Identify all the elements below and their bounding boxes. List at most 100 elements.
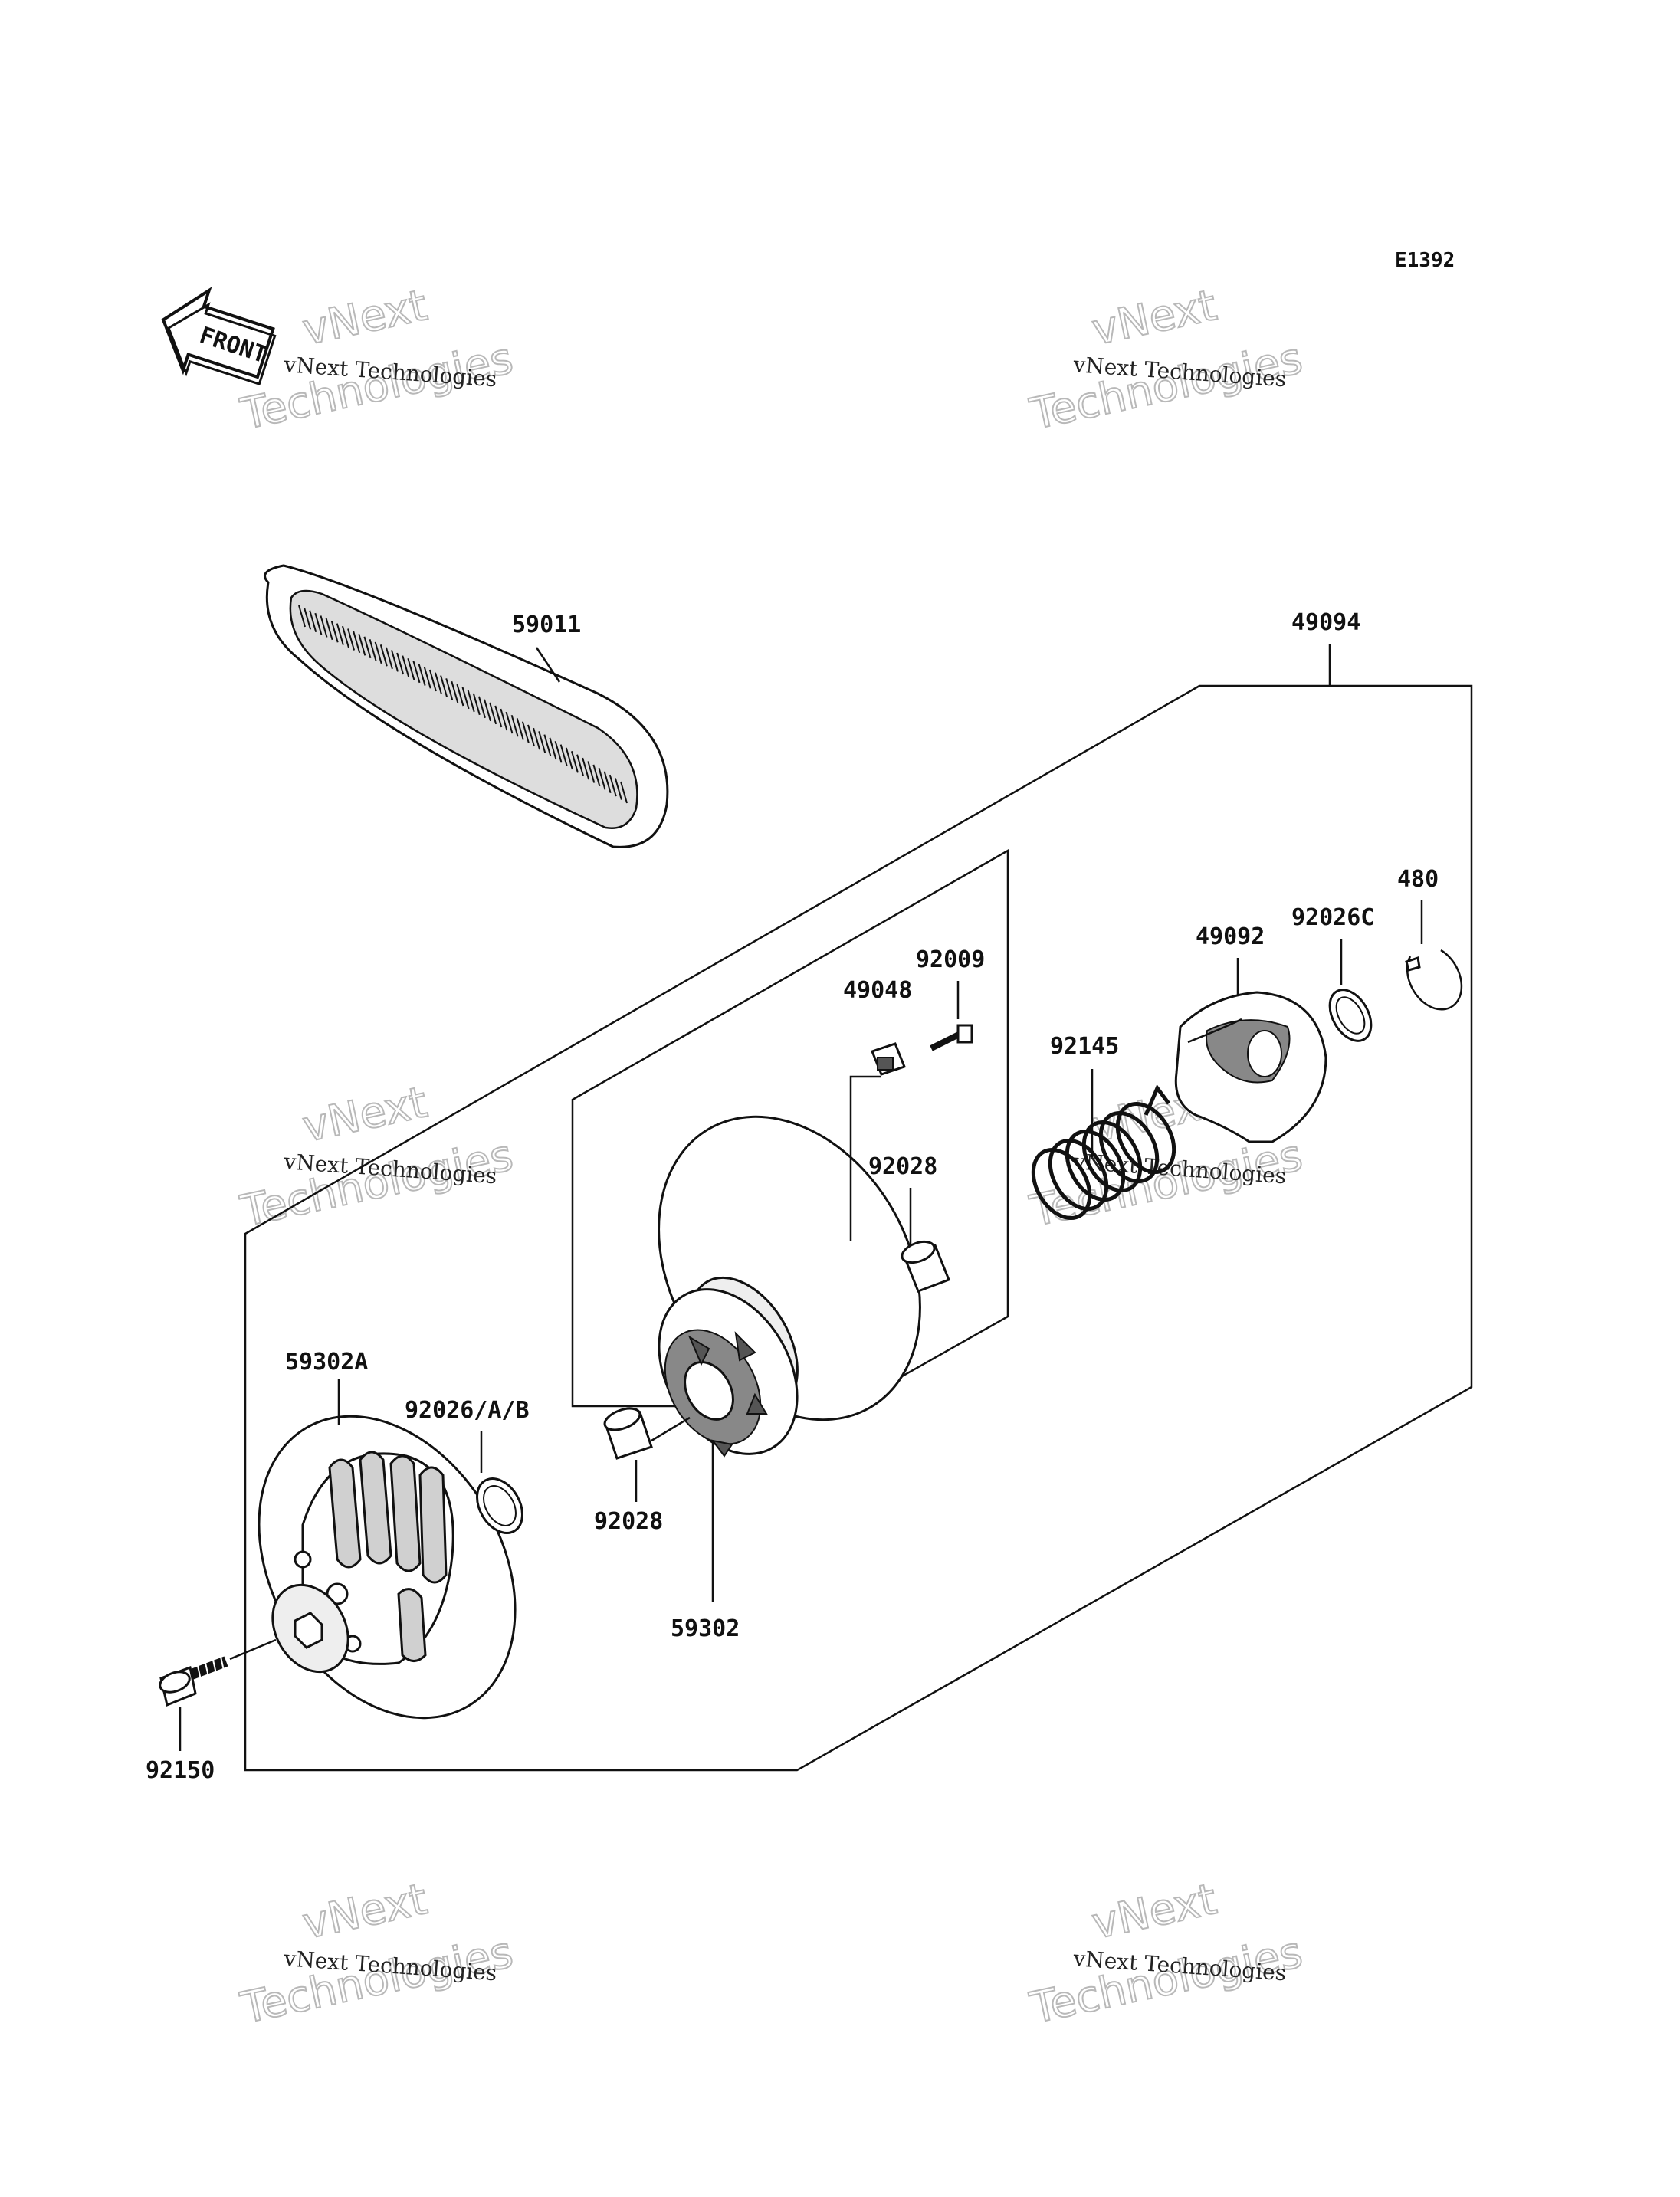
belt-tooth	[467, 690, 475, 713]
belt-tooth	[358, 634, 366, 656]
belt-tooth	[320, 615, 328, 638]
belt-tooth	[538, 731, 546, 753]
leader-bolt-axis	[229, 1638, 277, 1661]
leader-shaft-lower	[651, 1416, 691, 1442]
watermark-top-right: vNext Technologies vNext Technologies	[1025, 280, 1307, 441]
belt-tooth	[353, 631, 361, 654]
belt-tooth	[549, 737, 557, 760]
belt-tooth	[374, 641, 382, 664]
screw-92009	[930, 1024, 973, 1051]
fixed-sheave-59302a	[258, 1415, 517, 1720]
label-92145: 92145	[1050, 1033, 1119, 1060]
spring-coil	[1065, 1129, 1126, 1202]
label-92009: 92009	[916, 946, 985, 973]
belt-tooth	[516, 718, 524, 740]
belt-tooth	[363, 636, 372, 659]
leader-49048	[849, 1075, 881, 1241]
belt-tooth	[341, 625, 349, 648]
belt-tooth	[484, 699, 491, 722]
label-59011: 59011	[512, 612, 581, 638]
belt-tooth	[477, 696, 486, 719]
belt-tooth	[543, 734, 552, 756]
belt-tooth	[554, 740, 563, 763]
leader-belt	[535, 647, 561, 683]
belt-tooth	[304, 608, 312, 630]
watermark-bottom-left: vNext Technologies vNext Technologies	[235, 1874, 517, 2035]
belt-tooth	[325, 618, 333, 641]
washer-92026ab	[476, 1477, 523, 1534]
front-arrow-icon: FRONT	[161, 287, 277, 385]
label-59302a: 59302A	[285, 1349, 368, 1376]
belt-tooth	[396, 652, 405, 675]
watermark-top-left: vNext Technologies vNext Technologies	[235, 280, 517, 441]
belt-tooth	[456, 684, 464, 707]
belt-tooth	[330, 620, 339, 643]
svg-text:vNext: vNext	[1088, 280, 1221, 356]
belt-tooth	[379, 644, 388, 667]
belt-tooth	[435, 672, 442, 695]
belt-tooth	[582, 757, 590, 780]
svg-text:vNext: vNext	[298, 1874, 431, 1949]
belt-tooth	[494, 705, 503, 728]
belt-tooth	[407, 657, 415, 680]
belt-tooth	[587, 761, 596, 783]
drive-belt	[264, 564, 669, 848]
belt-tooth	[489, 702, 497, 725]
belt-tooth	[402, 655, 410, 677]
belt-tooth	[521, 721, 530, 743]
cam-49092	[1174, 991, 1327, 1143]
belt-tooth	[451, 680, 459, 703]
label-92150: 92150	[146, 1757, 215, 1784]
spring-coil	[1048, 1138, 1109, 1212]
label-92028-upper: 92028	[868, 1153, 937, 1180]
label-59302: 59302	[671, 1615, 740, 1642]
belt-tooth	[576, 754, 585, 776]
belt-tooth	[309, 610, 317, 633]
svg-text:vNext: vNext	[298, 280, 431, 356]
spring-coil	[1081, 1120, 1143, 1193]
label-92028-lower: 92028	[594, 1508, 663, 1535]
assembly-outline-59302	[571, 848, 1009, 1408]
belt-tooth	[440, 675, 448, 697]
svg-text:vNext: vNext	[1088, 1874, 1221, 1949]
belt-tooth	[472, 693, 481, 716]
spring-92145	[1031, 1084, 1176, 1221]
label-49094: 49094	[1291, 609, 1360, 636]
assembly-outline-49094	[244, 684, 1473, 1772]
label-49048: 49048	[843, 977, 912, 1004]
washer-92026c	[1328, 989, 1373, 1042]
belt-tooth	[609, 774, 617, 797]
belt-tooth	[461, 687, 470, 710]
belt-tooth	[500, 708, 508, 731]
watermark-bottom-right: vNext Technologies vNext Technologies	[1025, 1874, 1307, 2035]
belt-tooth	[412, 661, 421, 684]
belt-tooth	[298, 605, 306, 628]
belt-tooth	[369, 639, 377, 661]
belt-tooth	[336, 623, 344, 645]
label-480: 480	[1397, 866, 1439, 893]
belt-teeth	[298, 605, 628, 804]
belt-tooth	[527, 724, 535, 747]
label-92026c: 92026C	[1291, 904, 1374, 931]
spring-coil	[1115, 1101, 1176, 1175]
belt-tooth	[385, 647, 393, 670]
belt-tooth	[620, 781, 628, 804]
belt-tooth	[428, 669, 437, 692]
belt-tooth	[418, 664, 426, 686]
belt-tooth	[603, 771, 612, 793]
belt-tooth	[592, 764, 601, 787]
label-49092: 49092	[1196, 923, 1265, 950]
label-92026ab: 92026/A/B	[405, 1397, 530, 1424]
belt-tooth	[565, 747, 573, 770]
diagram-code: E1392	[1395, 249, 1455, 272]
belt-tooth	[559, 744, 568, 766]
belt-tooth	[614, 778, 622, 800]
belt-tooth	[598, 768, 606, 790]
belt-tooth	[570, 751, 579, 773]
shoe-49048	[871, 1042, 906, 1076]
belt-tooth	[314, 612, 323, 635]
belt-tooth	[505, 711, 514, 734]
belt-tooth	[423, 666, 431, 689]
belt-tooth	[533, 727, 541, 750]
